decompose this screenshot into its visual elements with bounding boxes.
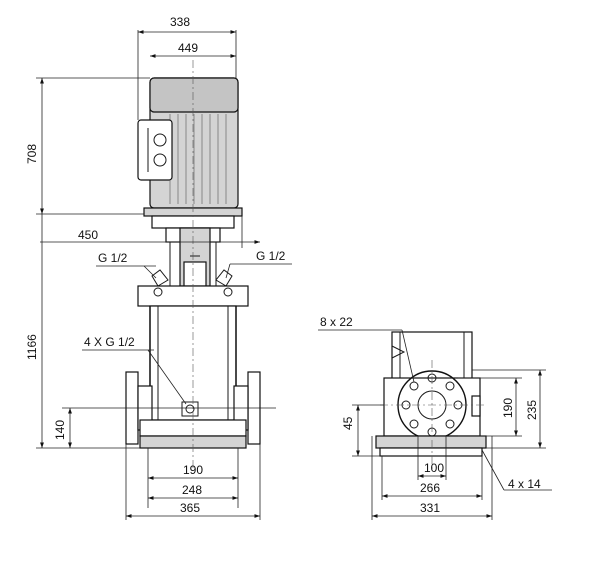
side-dim-331-label: 331 — [420, 501, 440, 515]
dim-450-label: 450 — [78, 228, 98, 242]
motor — [137, 77, 243, 229]
dim-708-label: 708 — [25, 144, 39, 164]
terminal-box — [137, 119, 173, 181]
flange-bolt-3 — [445, 381, 455, 391]
front-dimensions: 338 449 708 450 1166 140 190 248 36 — [25, 15, 292, 520]
front-view — [125, 60, 261, 470]
dim-449-label: 449 — [178, 41, 198, 55]
side-dim-266-label: 266 — [420, 481, 440, 495]
drain-plug — [181, 401, 199, 417]
drain-ports-label: 4 X G 1/2 — [84, 335, 135, 349]
vent-left-label: G 1/2 — [98, 251, 128, 265]
side-dimensions: 8 x 22 190 235 45 100 266 331 — [318, 315, 552, 520]
dim-248-label: 248 — [182, 483, 202, 497]
dim-190-label: 190 — [183, 463, 203, 477]
dim-140-label: 140 — [53, 420, 67, 440]
vent-plugs — [151, 269, 233, 287]
side-dim-235-label: 235 — [525, 400, 539, 420]
side-dim-100-label: 100 — [424, 461, 444, 475]
dim-1166-label: 1166 — [25, 334, 39, 360]
dim-365-label: 365 — [180, 501, 200, 515]
side-view — [375, 331, 487, 470]
motor-top-cap — [149, 77, 239, 113]
flange-bolt-7 — [409, 419, 419, 429]
side-dim-45-label: 45 — [341, 416, 355, 430]
base-holes-label: 4 x 14 — [508, 477, 541, 491]
coupling-lantern — [165, 227, 221, 287]
terminal-gland-bottom — [153, 153, 167, 167]
side-base — [375, 435, 487, 449]
flange-bolts-label: 8 x 22 — [320, 315, 353, 329]
side-dim-190-label: 190 — [501, 398, 515, 418]
terminal-gland-top — [153, 133, 167, 147]
vent-right-label: G 1/2 — [256, 249, 286, 263]
flange-bolt-5 — [445, 419, 455, 429]
dim-338-label: 338 — [170, 15, 190, 29]
